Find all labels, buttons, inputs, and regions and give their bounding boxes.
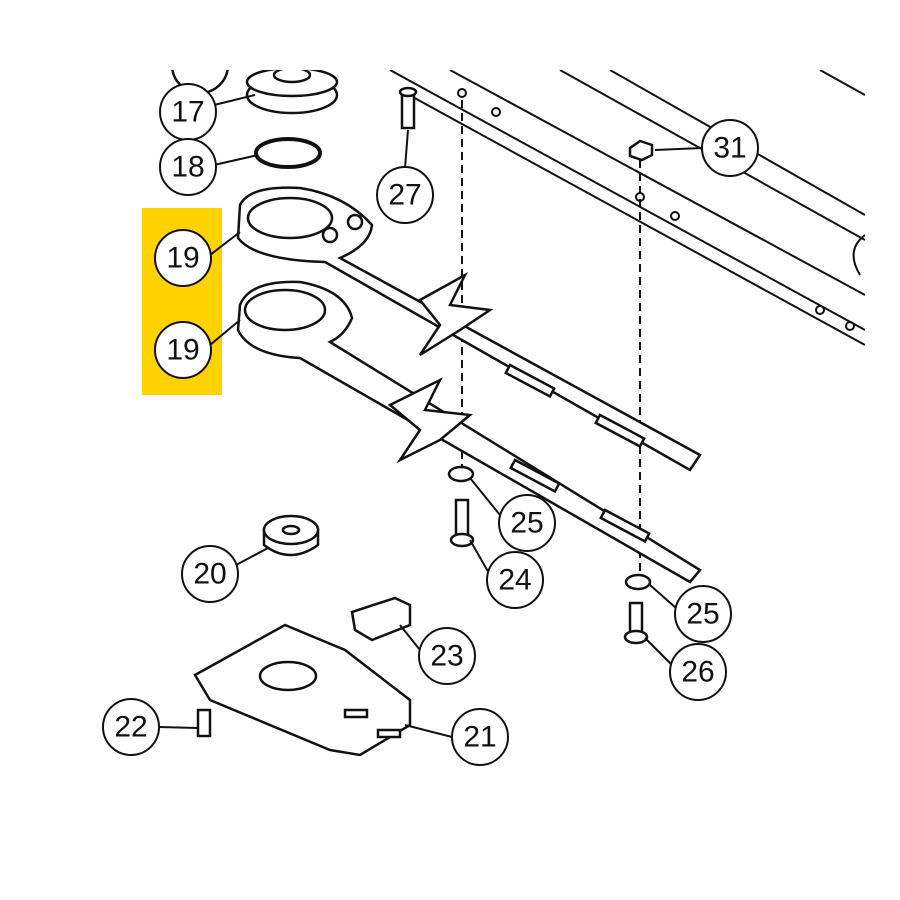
- callout-25: 25: [498, 494, 556, 552]
- part-31-nut: [628, 139, 654, 162]
- svg-text:26: 26: [681, 656, 714, 689]
- part-23-clip: [350, 596, 412, 642]
- callout-20: 20: [181, 545, 239, 603]
- callout-17: 17: [159, 83, 217, 141]
- callout-27: 27: [376, 166, 434, 224]
- svg-text:22: 22: [114, 711, 147, 744]
- part-22-screw: [196, 708, 212, 738]
- svg-text:25: 25: [686, 598, 719, 631]
- callout-25-second: 25: [674, 585, 732, 643]
- part-18-ring: [254, 137, 322, 169]
- callout-23: 23: [418, 627, 476, 685]
- part-25-washer-2: [624, 573, 652, 591]
- svg-text:25: 25: [510, 507, 543, 540]
- callout-19-lower: 19: [154, 321, 212, 379]
- callout-24: 24: [486, 551, 544, 609]
- part-25-washer: [447, 465, 475, 483]
- svg-text:17: 17: [171, 96, 204, 129]
- callout-18: 18: [159, 138, 217, 196]
- svg-text:31: 31: [713, 132, 746, 165]
- part-17-pulley: [171, 70, 339, 115]
- svg-text:24: 24: [498, 564, 531, 597]
- svg-text:20: 20: [193, 558, 226, 591]
- svg-text:23: 23: [430, 640, 463, 673]
- part-20-bushing: [262, 514, 320, 557]
- svg-text:18: 18: [171, 151, 204, 184]
- leader-lines: [157, 94, 703, 738]
- callout-19-upper: 19: [154, 229, 212, 287]
- part-19-blade-lower: [236, 280, 702, 584]
- svg-text:19: 19: [166, 242, 199, 275]
- callout-22: 22: [102, 698, 160, 756]
- svg-text:19: 19: [166, 334, 199, 367]
- callout-21: 21: [451, 708, 509, 766]
- part-27-bolt: [398, 86, 418, 130]
- part-21-plate: [193, 623, 412, 757]
- callout-26: 26: [669, 643, 727, 701]
- part-26-bolt: [623, 601, 649, 645]
- svg-text:27: 27: [388, 179, 421, 212]
- svg-text:21: 21: [463, 721, 496, 754]
- callout-31: 31: [701, 119, 759, 177]
- part-19-blade-upper: [236, 186, 702, 472]
- part-24-bolt: [449, 498, 475, 548]
